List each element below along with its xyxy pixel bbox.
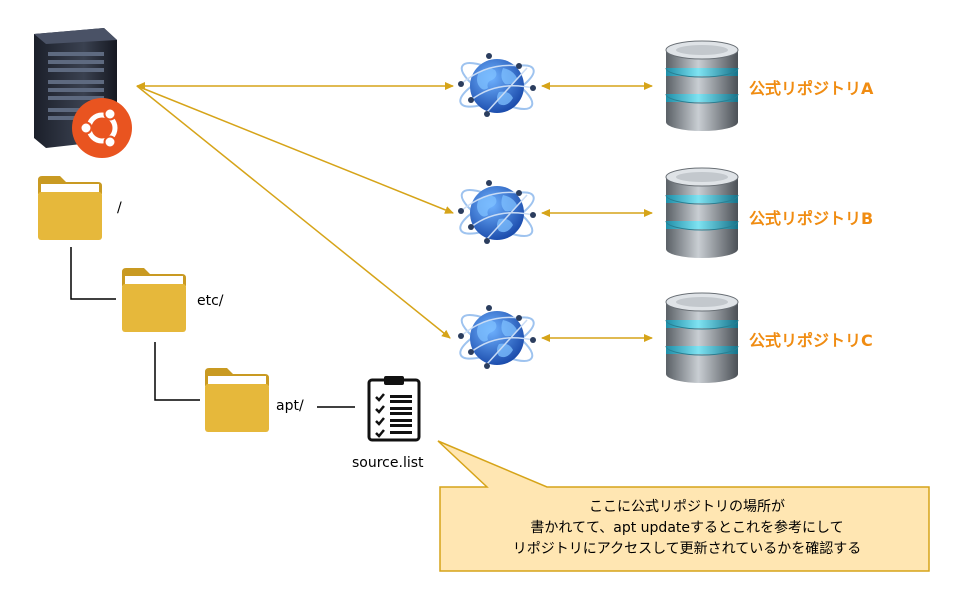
repo-label-a: 公式リポジトリA [749, 79, 874, 98]
folder-label-etc: etc/ [197, 293, 224, 309]
document-list-icon [367, 376, 421, 442]
tree-lines [70, 247, 355, 408]
file-label-source-list: source.list [352, 455, 424, 471]
callout-text: ここに公式リポジトリの場所が 書かれてて、apt updateするとこれを参考に… [443, 497, 931, 560]
repo-label-c: 公式リポジトリC [749, 331, 873, 350]
arrow-server-globe-c [136, 85, 451, 339]
server-icon [34, 28, 117, 148]
folder-icon-root [38, 176, 102, 240]
globe-icon-a [454, 52, 540, 119]
callout-line-1: ここに公式リポジトリの場所が [589, 499, 785, 515]
callout-box [437, 440, 930, 572]
globe-icon-b [454, 179, 540, 246]
folder-label-root: / [117, 200, 122, 216]
callout-line-2: 書かれてて、apt updateするとこれを参考にして [530, 520, 844, 536]
database-icon-b [665, 167, 739, 259]
folder-label-apt: apt/ [276, 398, 304, 414]
folder-icon-etc [122, 268, 186, 332]
connectors [136, 82, 653, 342]
repo-label-b: 公式リポジトリB [749, 209, 874, 228]
folder-icon-apt [205, 368, 269, 432]
database-icon-a [665, 40, 739, 132]
ubuntu-logo-icon [72, 98, 132, 158]
database-icon-c [665, 292, 739, 384]
callout-line-3: リポジトリにアクセスして更新されているかを確認する [512, 541, 862, 557]
arrow-server-globe-b [136, 85, 454, 214]
globe-icon-c [454, 304, 540, 371]
